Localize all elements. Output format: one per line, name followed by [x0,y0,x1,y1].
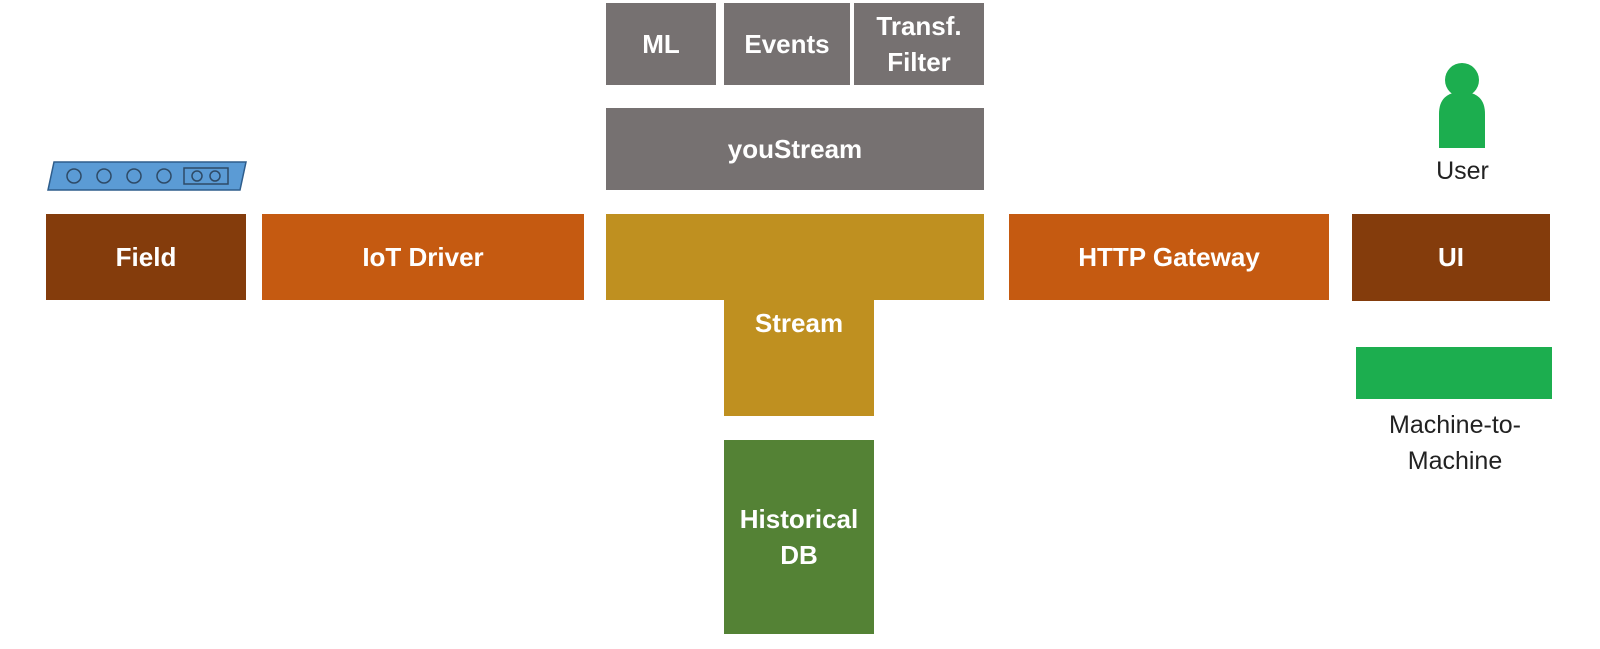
historical-db-block: Historical DB [724,440,874,634]
youstream-label: youStream [727,133,863,164]
events-label: Events [744,28,830,59]
field-label: Field [115,241,177,272]
iot-driver-block: IoT Driver [262,214,584,300]
m2m-block [1356,347,1552,399]
youstream-block: youStream [606,108,984,190]
transf-filter-label: Transf. Filter [876,10,962,77]
stream-top-bar [606,214,984,300]
m2m-label: Machine-to- Machine [1389,411,1521,476]
events-block: Events [724,3,850,85]
user-icon [1439,63,1485,148]
transf-filter-block: Transf. Filter [854,3,984,85]
ml-block: ML [606,3,716,85]
http-gateway-label: HTTP Gateway [1078,241,1260,272]
ml-label: ML [642,28,680,59]
user-label: User [1436,157,1489,185]
stream-label: Stream [754,308,844,338]
historical-db-label: Historical DB [739,503,859,570]
ui-block: UI [1352,214,1550,301]
stream-block: Stream [724,299,874,416]
http-gateway-block: HTTP Gateway [1009,214,1329,300]
iot-driver-label: IoT Driver [362,241,484,272]
field-block: Field [46,214,246,300]
device-strip-icon [47,161,247,191]
ui-label: UI [1438,242,1464,273]
